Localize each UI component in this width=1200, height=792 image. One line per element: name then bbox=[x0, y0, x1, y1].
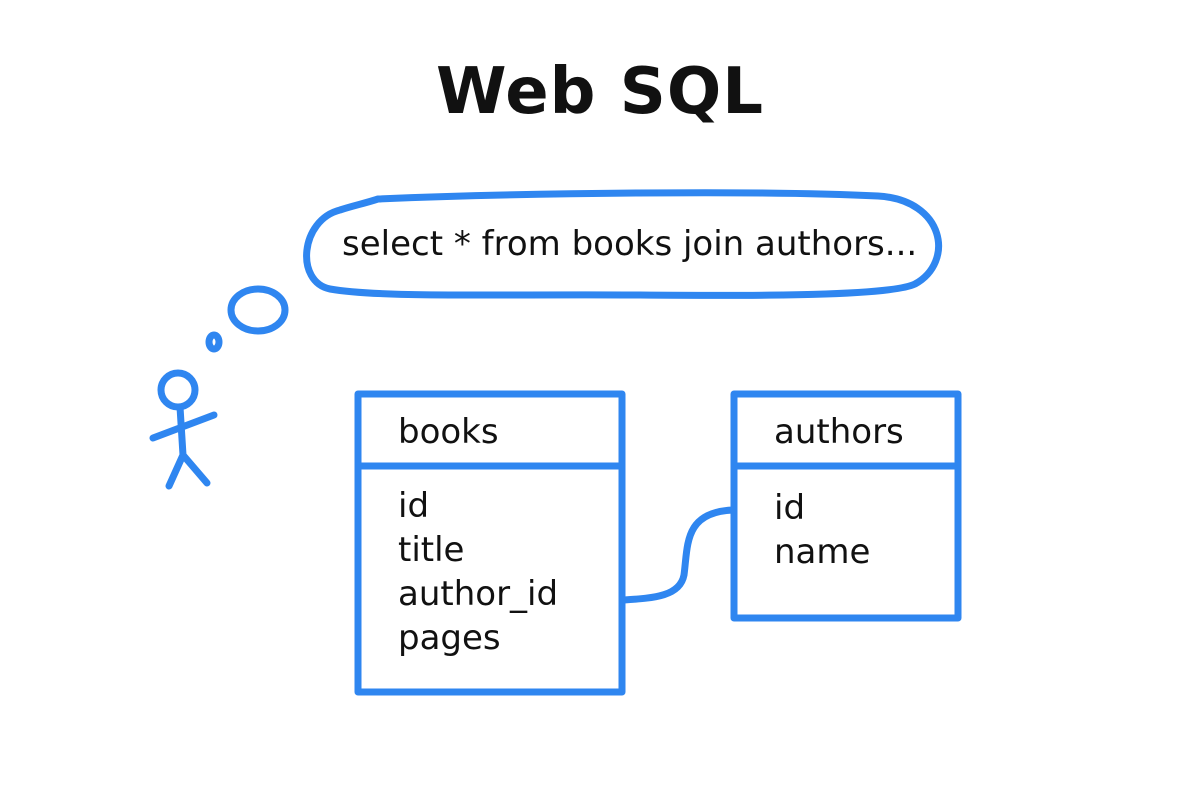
thought-dot-small bbox=[205, 331, 223, 353]
stick-figure-body bbox=[149, 403, 218, 490]
stick-figure-head bbox=[157, 369, 199, 411]
books-field: author_id bbox=[398, 574, 559, 614]
books-field: title bbox=[398, 530, 465, 570]
thought-bubble-outline bbox=[303, 189, 942, 299]
stick-figure-icon bbox=[149, 369, 218, 490]
authors-field: name bbox=[774, 532, 871, 572]
books-field: id bbox=[398, 486, 430, 526]
authors-field-list: id name bbox=[774, 486, 870, 574]
books-field: pages bbox=[398, 618, 501, 658]
authors-table-box bbox=[730, 390, 962, 622]
authors-table-name: authors bbox=[774, 412, 904, 452]
authors-field: id bbox=[774, 488, 806, 528]
books-field-list: id title author_id pages bbox=[398, 484, 558, 660]
page-title: Web SQL bbox=[435, 55, 765, 129]
books-table-box bbox=[354, 390, 626, 696]
thought-query-text: select * from books join authors... bbox=[342, 224, 918, 264]
thought-bubble-icon bbox=[205, 189, 942, 353]
thought-dot-large bbox=[227, 285, 289, 335]
books-table-name: books bbox=[398, 412, 499, 452]
relation-line bbox=[620, 506, 737, 604]
